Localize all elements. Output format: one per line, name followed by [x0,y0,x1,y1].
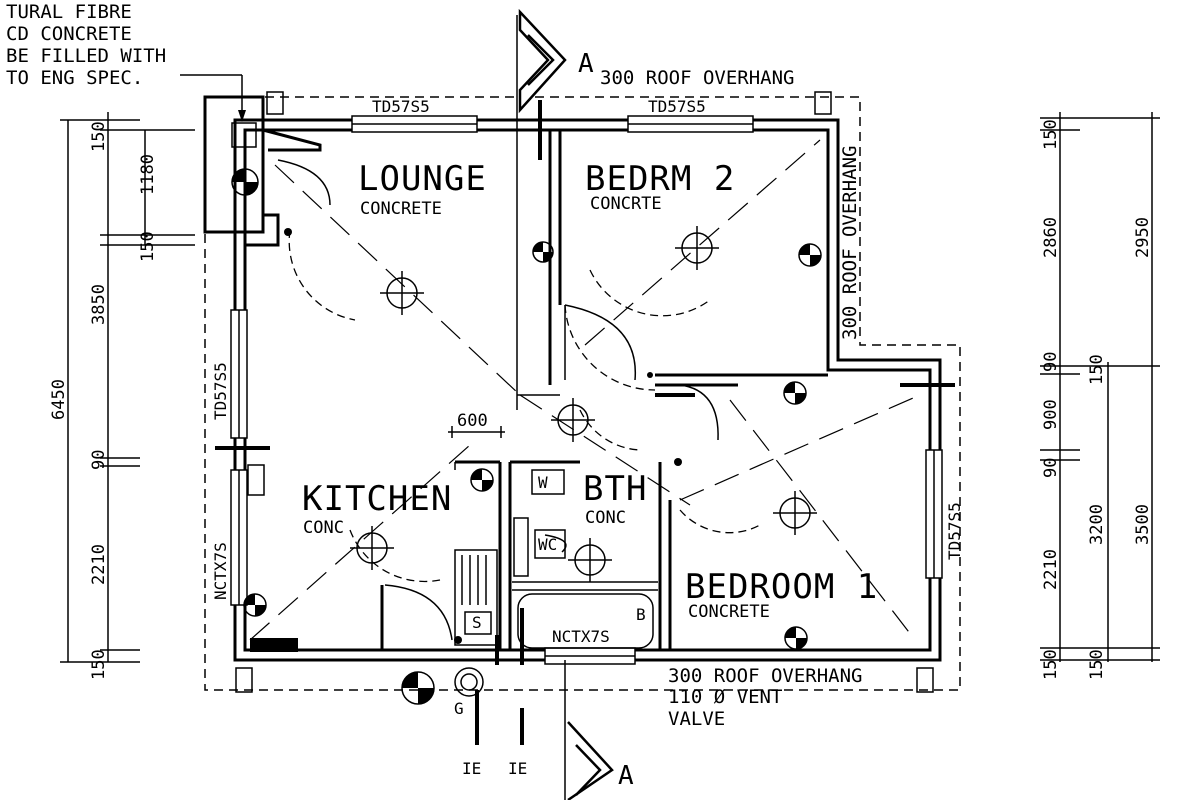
section-mark-bottom: A [618,761,635,791]
corner-posts [235,91,934,693]
window-tag-lounge-top: TD57S5 [372,97,430,116]
room-finish-lounge: CONCRETE [360,199,442,219]
light-bed1 [773,491,817,535]
dim-right-90-b: 90 [1041,458,1061,478]
dim-right2-150-top: 150 [1087,354,1107,385]
fixture-toilet-label: WC [538,535,557,554]
dim-right-900: 900 [1041,399,1061,430]
section-arrow-bottom [567,721,614,800]
spec-note-line-1: TURAL FIBRE [6,1,132,23]
dim-right-2210: 2210 [1041,549,1061,590]
window-tag-bed2-top: TD57S5 [648,97,706,116]
fixture-ie1-label: IE [462,759,481,778]
spec-note-line-2: CD CONCRETE [6,23,132,45]
room-name-bedroom-2: BEDRM 2 [585,159,735,199]
room-name-bath: BTH [583,469,647,509]
dim-left-150-b: 150 [138,231,158,262]
overhang-top-label: 300 ROOF OVERHANG [600,67,794,89]
windows [230,115,943,665]
light-bed2 [675,226,719,270]
door-swings [277,159,761,641]
spec-note-line-4: TO ENG SPEC. [6,67,143,89]
fixture-ie2-label: IE [508,759,527,778]
fixture-bath-label: B [636,605,646,624]
dim-left-2210: 2210 [89,544,109,585]
window-tag-bed1-right: TD57S5 [945,502,964,560]
light-hall [551,398,595,442]
window-tag-lounge-left: TD57S5 [211,362,230,420]
ceiling-diagonals [249,139,921,641]
interior-walls [203,95,828,650]
room-name-kitchen: KITCHEN [302,479,452,519]
dim-right-90-a: 90 [1041,352,1061,372]
room-name-bedroom-1: BEDROOM 1 [685,567,878,607]
room-finish-kitchen: CONC [303,518,344,538]
dim-right-3500: 3500 [1133,504,1153,545]
light-bath [568,538,612,582]
dim-left-1180: 1180 [138,154,158,195]
dim-left-90: 90 [89,450,109,470]
dim-left-outer: 6450 [49,379,69,420]
fixtures [231,122,654,697]
note-leader [180,74,246,122]
vent-label-1: 110 Ø VENT [668,686,782,708]
roof-overhang-outline [204,96,961,691]
light-kitchen [350,526,394,570]
switch-dots [284,228,682,644]
fixture-washer-label: W [538,473,548,492]
dim-left-150-top: 150 [89,121,109,152]
room-name-lounge: LOUNGE [358,159,487,199]
window-tag-bath-bottom: NCTX7S [552,627,610,646]
power-points [231,168,822,705]
dim-right-150-bottom: 150 [1041,649,1061,680]
window-tag-kitchen-left: NCTX7S [211,542,230,600]
room-finish-bedroom-2: CONCRTE [590,194,662,214]
bench-dimension-label: 600 [457,411,488,431]
dim-left-3850: 3850 [89,284,109,325]
room-finish-bath: CONC [585,508,626,528]
light-fittings [350,226,817,582]
overhang-bottom-label: 300 ROOF OVERHANG [668,665,862,687]
right-dimensions [1040,112,1160,662]
left-dimensions [60,112,195,663]
vent-label-2: VALVE [668,708,725,730]
fixture-gas-label: G [454,699,464,718]
overhang-side-label: 300 ROOF OVERHANG [839,146,861,340]
fixture-shower-label: S [472,613,482,632]
dim-right-150-top: 150 [1041,119,1061,150]
dim-right-2860: 2860 [1041,217,1061,258]
light-lounge [380,271,424,315]
section-arrow-top [518,8,567,114]
spec-note: TURAL FIBRE CD CONCRETE BE FILLED WITH T… [6,1,166,89]
room-finish-bedroom-1: CONCRETE [688,602,770,622]
dim-right2-150-bottom: 150 [1087,649,1107,680]
outer-walls [233,118,942,662]
spec-note-line-3: BE FILLED WITH [6,45,166,67]
section-mark-top: A [578,49,595,79]
bench-dimension [448,426,505,438]
section-cut [215,15,955,800]
dim-right-2950: 2950 [1133,217,1153,258]
dim-left-150-bottom: 150 [89,649,109,680]
dim-right2-3200: 3200 [1087,504,1107,545]
